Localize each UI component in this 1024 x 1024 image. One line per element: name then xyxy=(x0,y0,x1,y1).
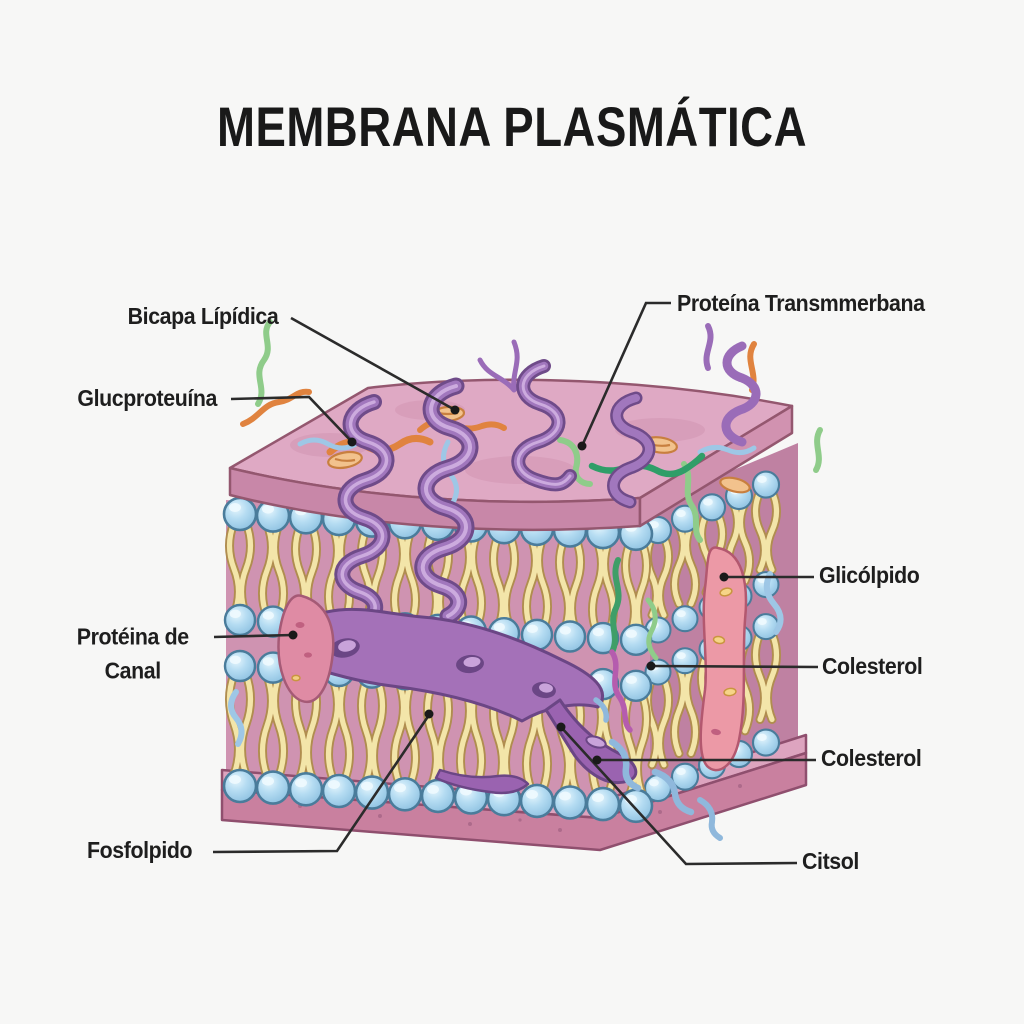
leader-glucproteuina xyxy=(230,395,353,443)
label-colesterol-2: Colesterol xyxy=(821,745,922,772)
label-colesterol-1: Colesterol xyxy=(822,653,923,680)
interior-squiggles xyxy=(609,557,659,733)
transmembrane-helix-1 xyxy=(334,394,395,628)
label-citsol: Citsol xyxy=(802,848,859,875)
label-bicapa-lipidica: Bicapa Lípídica xyxy=(127,303,279,330)
leader-fosfolpido xyxy=(212,714,431,854)
label-glucproteuina: Glucproteuína xyxy=(77,385,218,412)
leader-bicapa-lipidica xyxy=(290,316,456,412)
leader-colesterol-1 xyxy=(651,664,819,669)
cytosol-squiggles xyxy=(228,689,723,841)
surface-helix-3 xyxy=(511,359,577,492)
helical-proteins xyxy=(334,359,656,628)
page-title: MEMBRANA PLASMÁTICA xyxy=(216,95,808,158)
glycolipid-blob xyxy=(699,546,748,772)
label-proteina-de-canal-line2: Canal xyxy=(104,657,162,684)
label-fosfolpido: Fosfolpido xyxy=(87,837,193,864)
label-glicolpido: Glicólpido xyxy=(819,562,920,589)
leader-lines xyxy=(212,301,819,866)
leader-proteina-de-canal xyxy=(213,633,294,639)
transmembrane-helix-2 xyxy=(414,377,479,625)
leader-citsol xyxy=(560,726,798,866)
label-proteina-de-canal: Protéina de Canal xyxy=(60,620,206,688)
label-proteina-transmembrana: Proteína Transmmerbana xyxy=(677,290,925,317)
leader-proteina-transmembrana xyxy=(580,301,671,447)
leader-dots xyxy=(288,405,729,765)
surface-helix-4 xyxy=(607,391,656,509)
channel-protein-pink-blob xyxy=(277,594,335,704)
label-proteina-de-canal-line1: Protéina de xyxy=(76,623,189,650)
channel-protein xyxy=(292,607,638,795)
